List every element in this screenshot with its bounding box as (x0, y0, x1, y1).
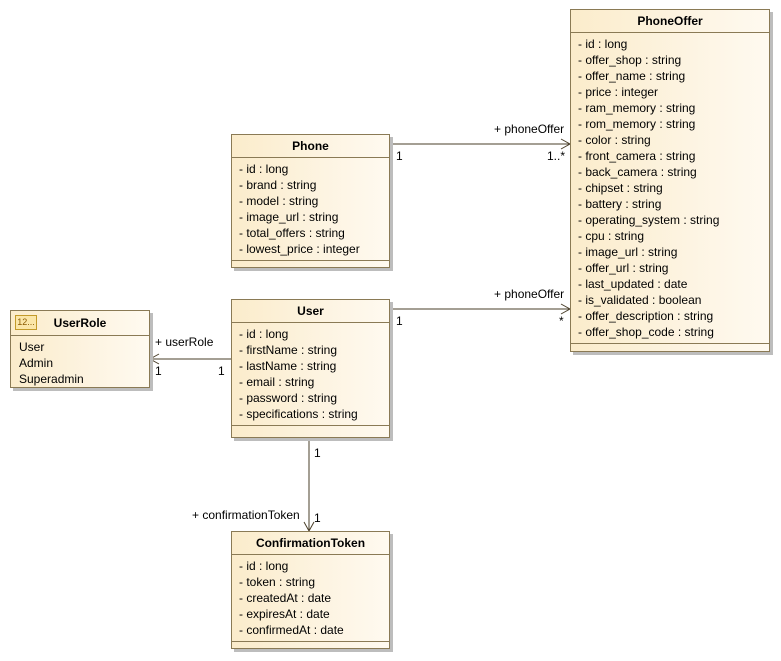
class-attribute: - offer_shop : string (578, 53, 682, 67)
user-offer-role-label: + phoneOffer (494, 287, 565, 301)
phone-offer-target-multiplicity: 1..* (547, 149, 566, 163)
class-attribute: - rom_memory : string (578, 117, 696, 131)
enum-literal: Superadmin (19, 372, 84, 386)
class-attribute: - last_updated : date (578, 277, 688, 291)
class-phone[interactable]: Phone - id : long - brand : string - model… (231, 134, 390, 268)
class-attribute: - front_camera : string (578, 149, 696, 163)
class-user[interactable]: User - id : long - firstName : string - la… (231, 299, 390, 438)
class-attribute: - color : string (578, 133, 651, 147)
class-attribute: - offer_shop_code : string (578, 325, 714, 339)
class-attribute: - firstName : string (239, 343, 338, 357)
enum-name: UserRole (53, 316, 107, 330)
class-name: User (232, 300, 389, 323)
class-confirmation-token[interactable]: ConfirmationToken - id : long - token : s… (231, 531, 390, 649)
class-attribute: - expiresAt : date (239, 607, 330, 621)
class-attribute: - image_url : string (578, 245, 678, 259)
user-role-arrowhead (148, 353, 160, 365)
enum-header: 12... UserRole (11, 311, 149, 336)
attribute-list: - id : long - token : string - createdAt :… (232, 555, 389, 641)
operations-compartment (232, 425, 389, 438)
class-attribute: - ram_memory : string (578, 101, 696, 115)
class-attribute: - image_url : string (239, 210, 339, 224)
class-attribute: - back_camera : string (578, 165, 697, 179)
user-offer-source-multiplicity: 1 (396, 314, 403, 328)
class-attribute: - lowest_price : integer (239, 242, 360, 256)
class-attribute: - is_validated : boolean (578, 293, 702, 307)
class-attribute: - total_offers : string (239, 226, 345, 240)
operations-compartment (232, 641, 389, 654)
class-attribute: - id : long (239, 559, 289, 573)
user-role-target-multiplicity: 1 (155, 364, 162, 378)
class-name: Phone (232, 135, 389, 158)
user-role-role-label: + userRole (155, 335, 214, 349)
class-attribute: - id : long (239, 327, 289, 341)
attribute-list: - id : long - firstName : string - lastNam… (232, 323, 389, 425)
user-token-target-multiplicity: 1 (314, 511, 321, 525)
operations-compartment (571, 343, 769, 356)
class-attribute: - specifications : string (239, 407, 358, 421)
phone-offer-role-label: + phoneOffer (494, 122, 565, 136)
enum-literal: Admin (19, 356, 54, 370)
class-attribute: - id : long (578, 37, 628, 51)
class-attribute: - chipset : string (578, 181, 663, 195)
class-attribute: - price : integer (578, 85, 659, 99)
class-attribute: - offer_url : string (578, 261, 669, 275)
class-attribute: - brand : string (239, 178, 317, 192)
class-attribute: - createdAt : date (239, 591, 332, 605)
class-attribute: - email : string (239, 375, 315, 389)
class-phone-offer[interactable]: PhoneOffer - id : long - offer_shop : str… (570, 9, 770, 352)
user-token-role-label: + confirmationToken (192, 508, 300, 522)
class-attribute: - token : string (239, 575, 316, 589)
user-offer-target-multiplicity: * (559, 314, 564, 328)
class-attribute: - operating_system : string (578, 213, 720, 227)
class-attribute: - password : string (239, 391, 338, 405)
class-attribute: - id : long (239, 162, 289, 176)
user-token-source-multiplicity: 1 (314, 446, 321, 460)
class-attribute: - offer_description : string (578, 309, 714, 323)
class-attribute: - battery : string (578, 197, 662, 211)
enumeration-icon: 12... (15, 315, 37, 330)
class-attribute: - cpu : string (578, 229, 645, 243)
operations-compartment (232, 260, 389, 273)
enum-literal: User (19, 340, 45, 354)
class-attribute: - lastName : string (239, 359, 337, 373)
user-role-source-multiplicity: 1 (218, 364, 225, 378)
class-name: ConfirmationToken (232, 532, 389, 555)
class-attribute: - confirmedAt : date (239, 623, 344, 637)
class-attribute: - offer_name : string (578, 69, 686, 83)
attribute-list: - id : long - offer_shop : string - offer_… (571, 33, 769, 343)
attribute-list: - id : long - brand : string - model : str… (232, 158, 389, 260)
phone-offer-source-multiplicity: 1 (396, 149, 403, 163)
class-name: PhoneOffer (571, 10, 769, 33)
class-attribute: - model : string (239, 194, 319, 208)
